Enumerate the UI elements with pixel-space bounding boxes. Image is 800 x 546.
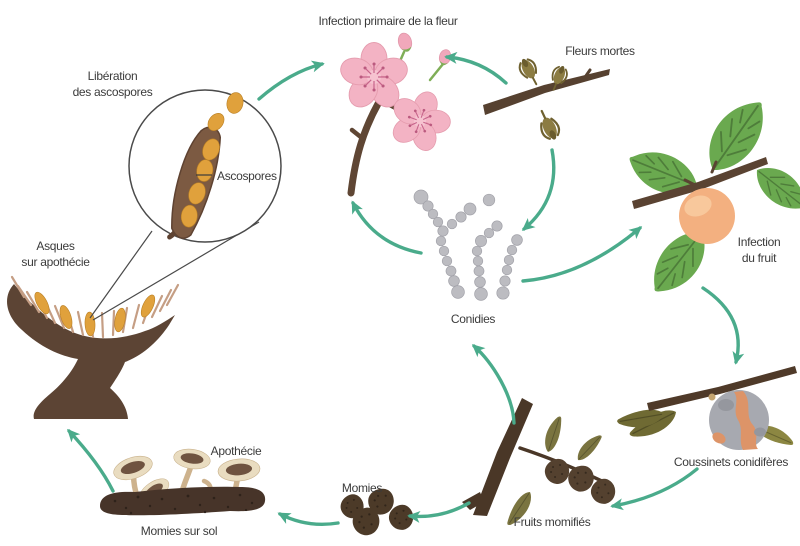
apothecium-cap: [216, 456, 262, 484]
label-ascospore-release: Libération des ascospores: [72, 69, 153, 99]
label-conidia: Conidies: [450, 312, 496, 326]
blossom-flower: [392, 91, 451, 151]
arrow-dead-flowers-to-conidia: [521, 148, 556, 231]
label-asci-on-apothecium: Asques sur apothécie: [21, 239, 90, 269]
escaping-ascospore: [226, 92, 244, 114]
label-ascospores: Ascospores: [217, 169, 277, 183]
leaf-icon: [694, 89, 778, 183]
soil-mound: [100, 486, 266, 516]
apothecium-section-illustration: [7, 275, 180, 419]
label-apothecium: Apothécie: [210, 444, 262, 458]
arrow-ascospores-to-flower: [257, 60, 325, 101]
arrow-cushions-to-mummified: [610, 467, 699, 511]
rotten-fruit: [709, 390, 769, 450]
conidial-cushions-illustration: [615, 366, 797, 451]
label-mummies-on-soil: Momies sur sol: [140, 524, 218, 538]
blossom-branch-illustration: [340, 32, 452, 197]
cycle-arrows: [67, 51, 745, 527]
mummy-fruit: [588, 476, 618, 507]
arrow-conidia-to-fruit: [521, 226, 643, 283]
arrow-dead-flowers-to-flower: [444, 51, 508, 85]
blossom-flower: [340, 42, 408, 108]
soil-texture: [113, 493, 254, 515]
dried-leaf-icon: [540, 413, 567, 455]
label-mummified-fruits: Fruits momifiés: [513, 515, 591, 529]
mummified-fruits-illustration: [462, 398, 618, 530]
arrow-mummified-to-conidia: [471, 344, 516, 425]
flower-bud: [397, 32, 413, 52]
asci-sacs: [34, 291, 156, 337]
infected-fruit-illustration: [621, 89, 800, 305]
arrow-mummified-to-mummies: [407, 501, 471, 523]
dried-leaf-icon: [572, 430, 606, 464]
label-primary-flower-infection: Infection primaire de la fleur: [318, 14, 458, 28]
mummies-on-soil-illustration: [100, 446, 266, 516]
ascus-illustration: [167, 92, 244, 240]
arrow-conidia-to-flower: [351, 200, 423, 255]
dead-flowers-illustration: [483, 54, 610, 145]
arrow-soil-to-apothecium: [67, 428, 115, 493]
arrow-mummies-to-soil: [277, 512, 340, 527]
dead-flower: [532, 106, 564, 145]
asci-hairs: [10, 275, 180, 339]
dead-flower: [515, 54, 545, 89]
conidia-illustration: [413, 189, 523, 301]
label-fruit-infection: Infection du fruit: [737, 235, 781, 265]
mummy-fruit: [543, 457, 571, 485]
label-dead-flowers: Fleurs mortes: [565, 44, 635, 58]
label-mummies: Momies: [341, 481, 383, 495]
label-conidial-cushions: Coussinets conidifères: [673, 455, 789, 469]
arrow-fruit-to-cushions: [701, 286, 745, 365]
escaping-ascospore: [207, 113, 225, 131]
